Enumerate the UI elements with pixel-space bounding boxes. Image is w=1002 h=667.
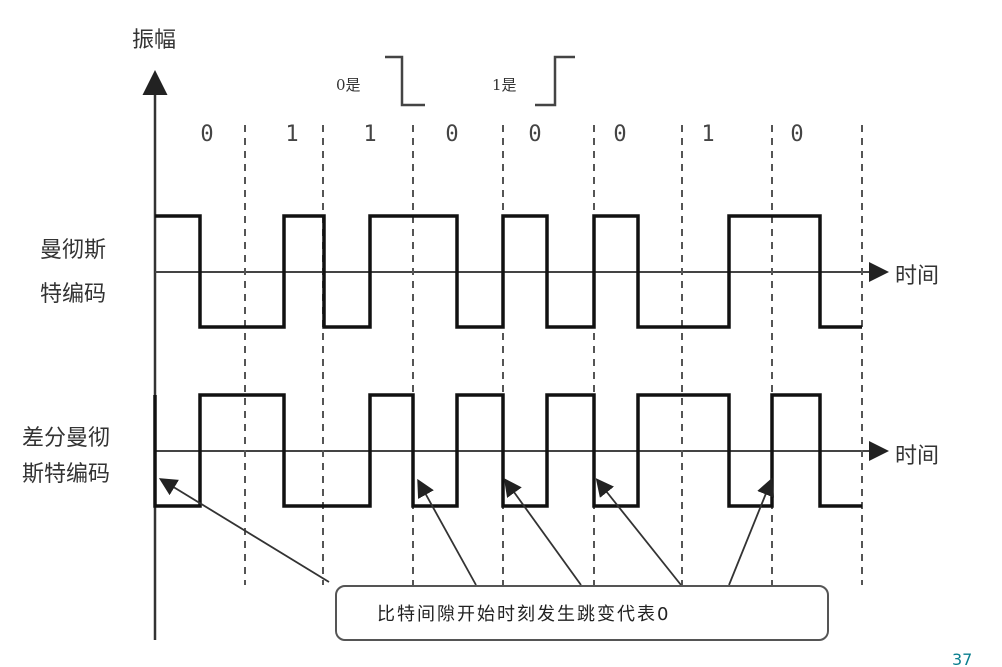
bit-label: 1 xyxy=(701,122,715,147)
bit-label: 0 xyxy=(613,122,627,147)
time-label-top: 时间 xyxy=(895,264,940,289)
page-number: 37 xyxy=(952,650,973,667)
y-axis-label: 振幅 xyxy=(132,28,177,53)
diff-manchester-label-line2: 斯特编码 xyxy=(22,462,111,487)
bit-label: 0 xyxy=(528,122,542,147)
bit-label: 1 xyxy=(285,122,299,147)
manchester-label-line2: 特编码 xyxy=(40,282,107,307)
rising-edge-legend-icon xyxy=(535,55,575,107)
bit-label: 0 xyxy=(445,122,459,147)
legend-zero-label: 0是 xyxy=(336,76,361,94)
bit-label: 0 xyxy=(790,122,804,147)
diff-manchester-label-line1: 差分曼彻 xyxy=(22,426,111,451)
bit-label: 0 xyxy=(200,122,214,147)
bit-label: 1 xyxy=(363,122,377,147)
bit-boundaries xyxy=(244,125,863,585)
note-text: 比特间隙开始时刻发生跳变代表0 xyxy=(377,604,671,625)
manchester-label-line1: 曼彻斯 xyxy=(40,238,107,263)
note-arrows xyxy=(158,477,774,586)
differential-manchester-waveform xyxy=(153,393,862,508)
manchester-waveform xyxy=(155,214,862,329)
falling-edge-legend-icon xyxy=(385,55,425,107)
legend-one-label: 1是 xyxy=(492,76,517,94)
time-label-bottom: 时间 xyxy=(895,444,940,469)
note-callout: 比特间隙开始时刻发生跳变代表0 xyxy=(335,585,829,641)
